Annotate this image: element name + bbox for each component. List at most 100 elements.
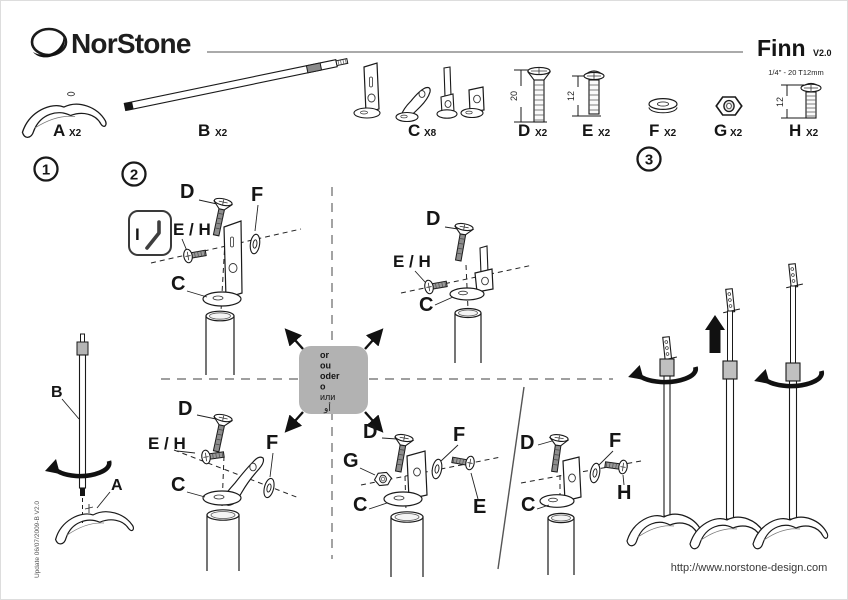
part-a-qty: X2 [69, 128, 82, 139]
assembly-top-right: D E / H C [393, 208, 534, 363]
part-d-dimension: 20 [509, 91, 519, 101]
norstone-logo-icon [30, 27, 68, 58]
part-h-label: H [789, 121, 801, 140]
bm-washer-f [430, 458, 444, 480]
bm-label-g: G [343, 450, 359, 472]
bm-label-f: F [453, 424, 465, 446]
part-a-drawing [21, 91, 107, 138]
part-b-label: B [198, 121, 210, 140]
divider-diagonal [497, 386, 525, 570]
bl-bracket-c [202, 456, 265, 506]
tl-label-c: C [171, 273, 185, 295]
assembly-bottom-left: D E / H C F [148, 398, 300, 571]
tl-label-d: D [180, 181, 194, 203]
part-f-drawing [648, 97, 678, 114]
bl-label-eh: E / H [148, 434, 186, 453]
bm-screw-e [450, 452, 476, 471]
part-e-qty: X2 [598, 128, 611, 139]
step-2-marker: 2 [121, 161, 147, 187]
alt-word-o: o [320, 382, 326, 392]
br-label-f: F [609, 430, 621, 452]
parts-row: A X2 B X2 [21, 58, 822, 140]
product-version: V2.0 [813, 48, 832, 58]
tl-label-eh: E / H [173, 220, 211, 239]
bl-screw-eh [200, 447, 226, 465]
alt-word-ou: ou [320, 361, 331, 371]
tr-label-d: D [426, 208, 440, 230]
tr-bracket-c [449, 245, 494, 301]
step1-diagram: B A [45, 333, 135, 545]
part-d-label: D [518, 121, 530, 140]
part-b-drawing [123, 58, 349, 112]
part-e-drawing: 12 [566, 70, 605, 117]
part-g-drawing [715, 96, 743, 116]
alt-word-oder: oder [320, 371, 340, 381]
alt-word-ili: или [320, 392, 335, 402]
alternatives-panel [299, 346, 368, 414]
step1-base-label: A [111, 477, 123, 494]
br-washer-f [588, 462, 602, 484]
tl-toolbox: I [128, 210, 172, 256]
stand-mid [689, 287, 766, 550]
part-g-label: G [714, 121, 727, 140]
br-tube [547, 512, 575, 575]
br-screw-h [603, 457, 629, 475]
step-3-marker: 3 [636, 146, 662, 172]
part-b-qty: X2 [215, 128, 228, 139]
bl-label-f: F [266, 432, 278, 454]
stand-high [753, 262, 829, 550]
part-h-drawing: 12 [775, 82, 822, 119]
allen-key-icon [145, 220, 161, 250]
alt-word-or: or [320, 350, 329, 360]
tr-label-eh: E / H [393, 252, 431, 271]
part-e-label: E [582, 121, 593, 140]
part-c-label: C [408, 121, 420, 140]
br-label-d: D [520, 432, 534, 454]
step-1-number: 1 [42, 162, 50, 179]
header: NorStone Finn V2.0 1/4" - 20 T12mm [30, 27, 832, 77]
bm-tube [390, 511, 424, 577]
part-d-drawing: 20 [509, 66, 552, 123]
part-c-qty: X8 [424, 128, 437, 139]
bl-screw-d [206, 412, 234, 454]
tl-tube [205, 310, 235, 375]
allen-key-label: I [135, 225, 140, 244]
bl-washer-f [261, 476, 277, 500]
tr-tube [454, 307, 482, 363]
brand-name: NorStone [71, 28, 191, 59]
screw-spec: 1/4" - 20 T12mm [768, 68, 823, 77]
tl-bracket-c [202, 220, 243, 307]
bracket-l [460, 86, 485, 119]
part-h-dimension: 12 [775, 97, 785, 107]
br-label-c: C [521, 494, 535, 516]
update-note: Update 06/07/2009-B V2.0 [34, 501, 41, 578]
tl-label-f: F [251, 184, 263, 206]
bl-label-c: C [171, 474, 185, 496]
extend-up-arrow [705, 315, 725, 353]
part-c-drawing [353, 62, 485, 123]
part-f-qty: X2 [664, 128, 677, 139]
alt-word-aw: أو [323, 402, 331, 413]
base-a [53, 509, 135, 545]
tr-label-c: C [419, 294, 433, 316]
assembly-top-left: D F I E / H C [128, 181, 302, 375]
part-d-qty: X2 [535, 128, 548, 139]
step1-pole-label: B [51, 384, 63, 401]
pole-b [78, 354, 87, 489]
alternatives-box: or ou oder o или أو [284, 328, 384, 433]
br-bracket-c [539, 456, 582, 508]
assembly-bottom-right: D C F H [520, 430, 642, 575]
step-3-number: 3 [645, 152, 653, 169]
step-1-marker: 1 [33, 156, 59, 182]
bracket-angled [395, 86, 431, 123]
bm-label-c: C [353, 494, 367, 516]
br-label-h: H [617, 482, 631, 504]
website-url: http://www.norstone-design.com [671, 562, 828, 574]
bracket-tab [436, 66, 458, 119]
product-name: Finn [757, 35, 806, 61]
part-e-dimension: 12 [566, 91, 576, 101]
bm-bracket-c [383, 450, 428, 507]
bl-label-d: D [178, 398, 192, 420]
